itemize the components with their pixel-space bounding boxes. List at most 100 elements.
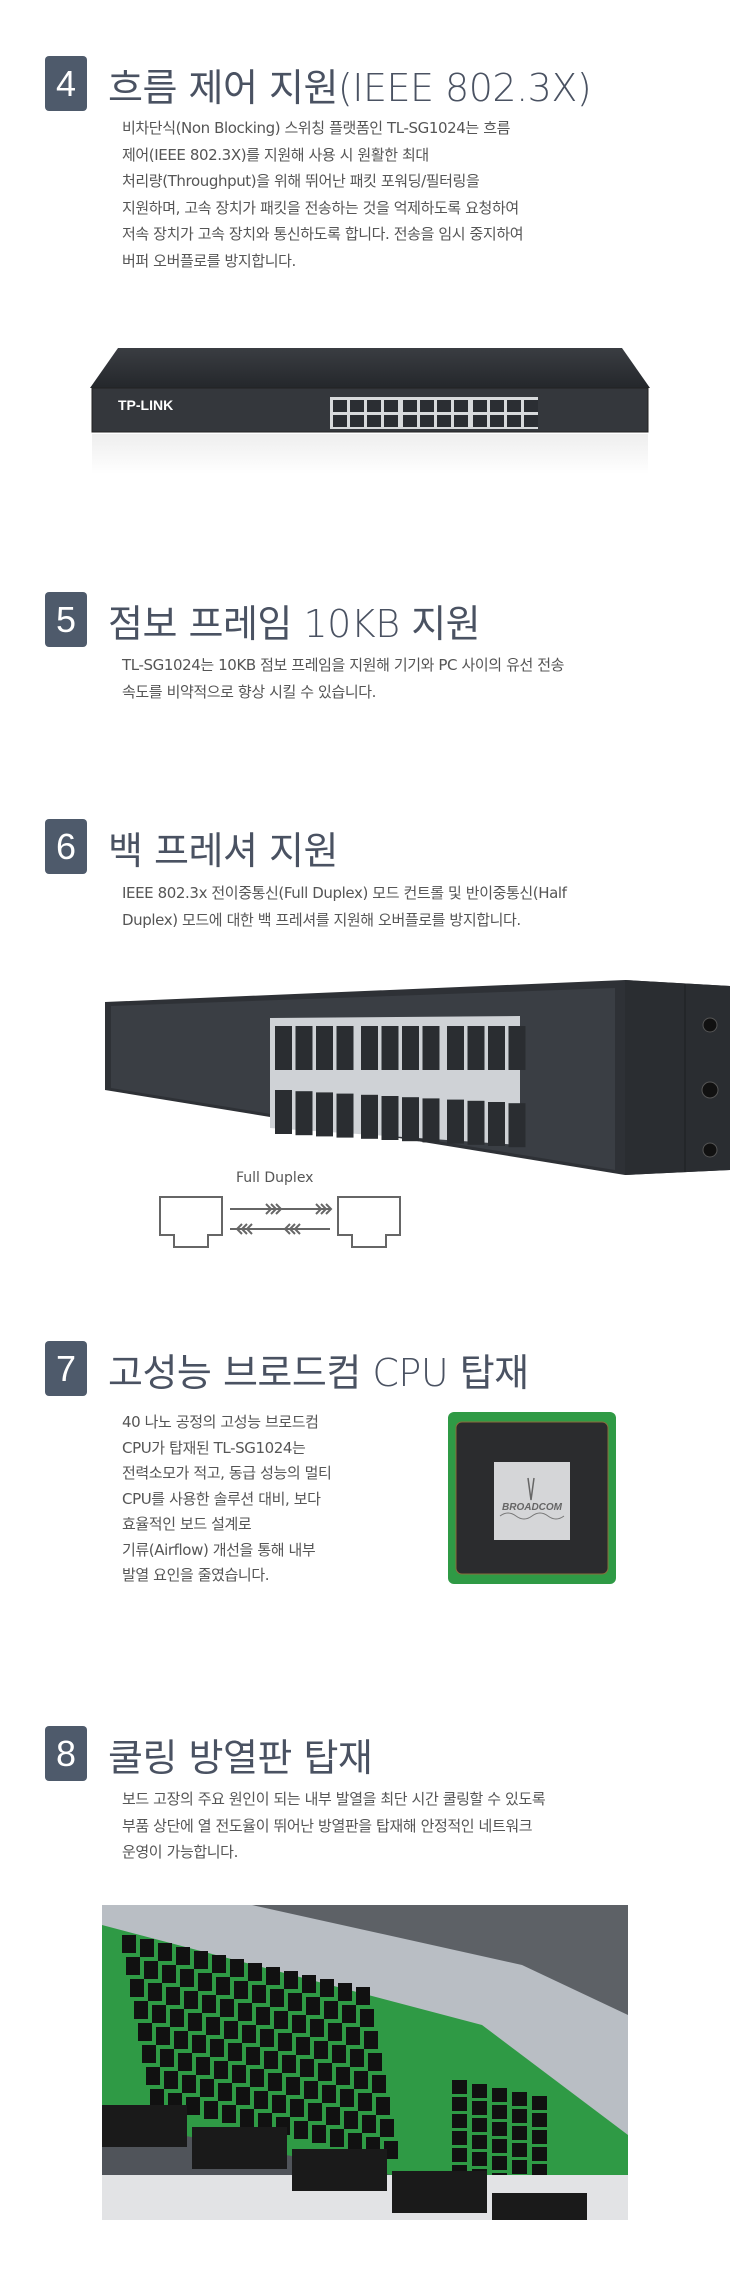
section-number-badge: 7 (45, 1341, 87, 1396)
ethernet-port-icon (159, 1196, 223, 1248)
heatsink-fin (164, 2071, 178, 2089)
heatsink-fin (234, 1981, 248, 1999)
ethernet-port (437, 400, 451, 412)
heatsink-fin (184, 1991, 198, 2009)
heatsink-fin (122, 1935, 136, 1953)
heatsink-fin (312, 2125, 326, 2143)
section-number-badge: 5 (45, 592, 87, 647)
heatsink-fin (196, 2057, 210, 2075)
text-line: TL-SG1024는 10KB 점보 프레임을 지원해 기기와 PC 사이의 유… (122, 656, 565, 674)
heatsink-board-image (102, 1905, 628, 2220)
heatsink-fin (152, 2005, 166, 2023)
heatsink-fin (264, 2051, 278, 2069)
heatsink-fin (224, 2021, 238, 2039)
heatsink-fin (384, 2141, 398, 2159)
heatsink-fin (532, 2164, 547, 2178)
ethernet-port (422, 1026, 440, 1070)
heatsink-fin (148, 1983, 162, 2001)
heatsink-fin (278, 2033, 292, 2051)
transformer-module (292, 2149, 387, 2191)
heatsink-fin (350, 2049, 364, 2067)
heatsink-fin (130, 1979, 144, 1997)
heatsink-fin (254, 2091, 268, 2109)
heatsink-fin (364, 2031, 378, 2049)
tp-link-logo: TP-LINK (118, 397, 173, 413)
ethernet-port (384, 415, 398, 427)
heatsink-fin (220, 1999, 234, 2017)
heatsink-fin (166, 1987, 180, 2005)
ethernet-port (488, 1026, 505, 1070)
ethernet-port (316, 1026, 333, 1070)
heatsink-fin (300, 2059, 314, 2077)
heatsink-fin (376, 2097, 390, 2115)
heatsink-fin (368, 2053, 382, 2071)
heatsink-fin (202, 1995, 216, 2013)
ethernet-port (350, 400, 364, 412)
heatsink-fin (314, 2041, 328, 2059)
heatsink-fin (532, 2113, 547, 2127)
heatsink-fin (270, 1989, 284, 2007)
heatsink-fin (362, 2115, 376, 2133)
heatsink-fin (260, 2029, 274, 2047)
heatsink-fin (284, 1971, 298, 1989)
heatsink-fin (210, 2039, 224, 2057)
full-duplex-diagram (159, 1196, 401, 1248)
heatsink-fin (178, 2053, 192, 2071)
heatsink-fin (512, 2143, 527, 2157)
text-line: 저속 장치가 고속 장치와 통신하도록 합니다. 전송을 임시 중지하여 (122, 225, 524, 243)
section-number-badge: 6 (45, 819, 87, 874)
heatsink-fin (532, 2130, 547, 2144)
heatsink-fin (328, 2023, 342, 2041)
heatsink-fin (294, 2121, 308, 2139)
heatsink-fin (492, 2139, 507, 2153)
heatsink-fin (492, 2088, 507, 2102)
text-line: 40 나노 공정의 고성능 브로드컴 (122, 1413, 319, 1431)
ethernet-port (384, 400, 398, 412)
heatsink-fin (338, 1983, 352, 2001)
heatsink-fin (472, 2135, 487, 2149)
heatsink-fin (472, 2101, 487, 2115)
heatsink-fin (162, 1965, 176, 1983)
heatsink-fin (232, 2065, 246, 2083)
text-line: 속도를 비약적으로 향상 시킬 수 있습니다. (122, 682, 377, 701)
heatsink-fin (320, 1979, 334, 1997)
ethernet-port (402, 1097, 419, 1142)
heatsink-fin (296, 2037, 310, 2055)
ethernet-port (316, 1092, 333, 1137)
text-line: CPU가 탑재된 TL-SG1024는 (122, 1438, 306, 1457)
heatsink-fin (356, 1987, 370, 2005)
heatsink-fin (194, 1951, 208, 1969)
section-title: 백 프레셔 지원 (108, 829, 338, 873)
heatsink-fin (282, 2055, 296, 2073)
heatsink-fin (238, 2003, 252, 2021)
text-line: 기류(Airflow) 개선을 통해 내부 (122, 1540, 316, 1559)
text-line: 버퍼 오버플로를 방지합니다. (122, 251, 296, 270)
heatsink-fin (204, 2101, 218, 2119)
text-line: 발열 요인을 줄였습니다. (122, 1566, 270, 1584)
heatsink-fin (272, 2095, 286, 2113)
heatsink-fin (156, 2027, 170, 2045)
ethernet-port (473, 415, 487, 427)
transformer-module (492, 2193, 587, 2220)
heatsink-fin (472, 2118, 487, 2132)
ethernet-port (507, 415, 521, 427)
heatsink-fin (186, 2097, 200, 2115)
heatsink-fin (146, 2067, 160, 2085)
ethernet-port (488, 1102, 505, 1146)
heatsink-fin (214, 2061, 228, 2079)
heatsink-fin (532, 2096, 547, 2110)
ethernet-port (507, 400, 521, 412)
heatsink-fin (268, 2073, 282, 2091)
ethernet-port (295, 1091, 313, 1136)
heatsink-fin (256, 2007, 270, 2025)
switch-front-image: TP-LINK (90, 348, 650, 474)
ethernet-port (524, 400, 538, 412)
heatsink-fin (340, 2089, 354, 2107)
text-line: 운영이 가능합니다. (122, 1843, 238, 1861)
heatsink-fin (230, 1959, 244, 1977)
ethernet-port (490, 415, 504, 427)
ethernet-port (350, 415, 364, 427)
ethernet-port (381, 1026, 399, 1070)
heatsink-fin (258, 2113, 272, 2131)
heatsink-fin (240, 2109, 254, 2127)
